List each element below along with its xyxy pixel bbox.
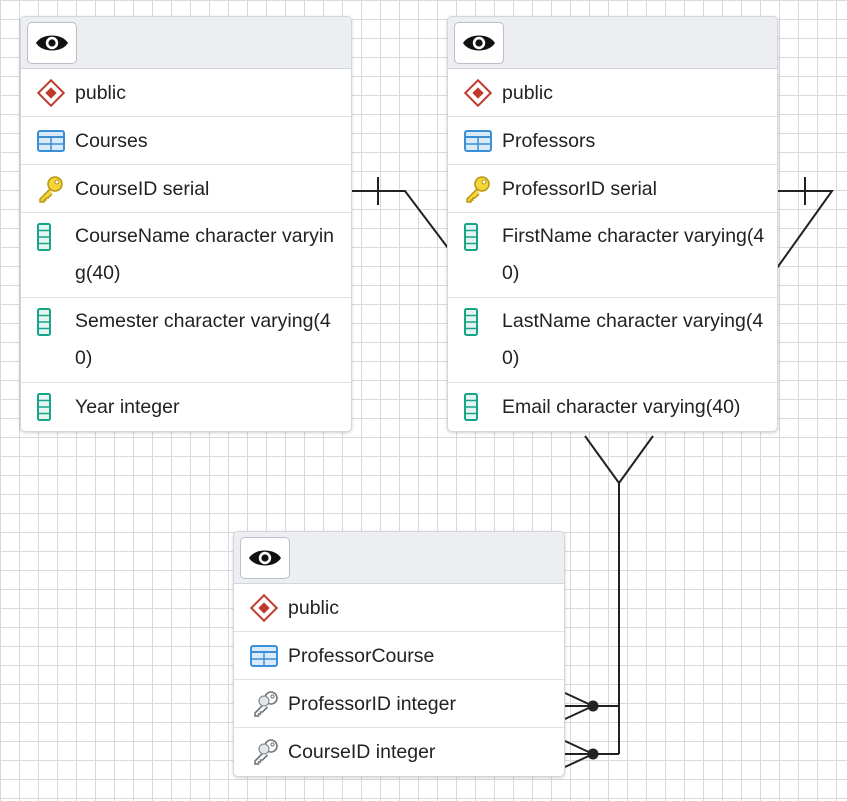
foreign-key-icon <box>250 680 280 728</box>
schema-row: public <box>448 69 777 117</box>
table-node-professors[interactable]: public Professors ProfessorID serial Fir… <box>447 16 778 432</box>
schema-icon <box>37 69 67 117</box>
column-icon <box>37 383 67 431</box>
table-name: ProfessorCourse <box>288 644 435 667</box>
schema-icon <box>464 69 494 117</box>
column-label: CourseName character varying(40) <box>75 225 335 284</box>
column-label: LastName character varying(40) <box>502 310 764 369</box>
column-row[interactable]: CourseID serial <box>21 165 351 213</box>
column-label: CourseID integer <box>288 741 436 763</box>
schema-name: public <box>75 81 126 104</box>
link-courses-segment <box>351 190 449 249</box>
optional-dot-professorid <box>587 700 599 712</box>
column-icon <box>37 218 67 255</box>
crowfoot-courseid-bottom <box>564 753 594 768</box>
table-icon <box>464 117 494 165</box>
column-row[interactable]: Year integer <box>21 383 351 431</box>
column-icon <box>464 218 494 255</box>
table-icon <box>37 117 67 165</box>
crowfoot-courseid-top <box>564 740 594 755</box>
eye-icon[interactable] <box>27 22 77 64</box>
column-row[interactable]: Semester character varying(40) <box>21 298 351 383</box>
schema-row: public <box>21 69 351 117</box>
column-icon <box>37 303 67 340</box>
table-name: Professors <box>502 129 596 152</box>
crowfoot-professorid-bottom <box>564 705 594 720</box>
link-professors-segment <box>776 190 834 269</box>
column-row[interactable]: CourseID integer <box>234 728 564 776</box>
column-icon <box>464 383 494 431</box>
crowfoot-left <box>584 435 620 484</box>
table-node-courses[interactable]: public Courses CourseID serial CourseNam… <box>20 16 352 432</box>
table-header <box>234 532 564 584</box>
schema-name: public <box>288 596 339 619</box>
table-header <box>21 17 351 69</box>
column-label: ProfessorID integer <box>288 692 456 715</box>
column-label: Year integer <box>75 396 180 418</box>
column-label: Email character varying(40) <box>502 396 741 418</box>
table-name-row: ProfessorCourse <box>234 632 564 680</box>
column-row[interactable]: ProfessorID integer <box>234 680 564 728</box>
column-label: ProfessorID serial <box>502 177 657 200</box>
table-name-row: Courses <box>21 117 351 165</box>
column-row[interactable]: FirstName character varying(40) <box>448 213 777 298</box>
primary-key-icon <box>37 165 67 213</box>
schema-icon <box>250 584 280 632</box>
crowfoot-right <box>618 435 654 484</box>
table-name-row: Professors <box>448 117 777 165</box>
foreign-key-icon <box>250 728 280 776</box>
relationship-courses-professorcourse <box>351 177 449 249</box>
schema-name: public <box>502 81 553 104</box>
column-label: FirstName character varying(40) <box>502 225 765 284</box>
optional-dot-courseid <box>587 748 599 760</box>
eye-icon[interactable] <box>454 22 504 64</box>
column-row[interactable]: ProfessorID serial <box>448 165 777 213</box>
column-label: CourseID serial <box>75 177 210 200</box>
table-node-professorcourse[interactable]: public ProfessorCourse ProfessorID integ… <box>233 531 565 777</box>
table-name: Courses <box>75 129 148 152</box>
column-row[interactable]: LastName character varying(40) <box>448 298 777 383</box>
column-label: Semester character varying(40) <box>75 310 331 369</box>
eye-icon[interactable] <box>240 537 290 579</box>
primary-key-icon <box>464 165 494 213</box>
table-icon <box>250 632 280 680</box>
table-header <box>448 17 777 69</box>
schema-row: public <box>234 584 564 632</box>
column-row[interactable]: Email character varying(40) <box>448 383 777 431</box>
crowfoot-professorid-top <box>564 692 594 707</box>
many-markers-professorcourse <box>564 692 619 768</box>
column-row[interactable]: CourseName character varying(40) <box>21 213 351 298</box>
column-icon <box>464 303 494 340</box>
